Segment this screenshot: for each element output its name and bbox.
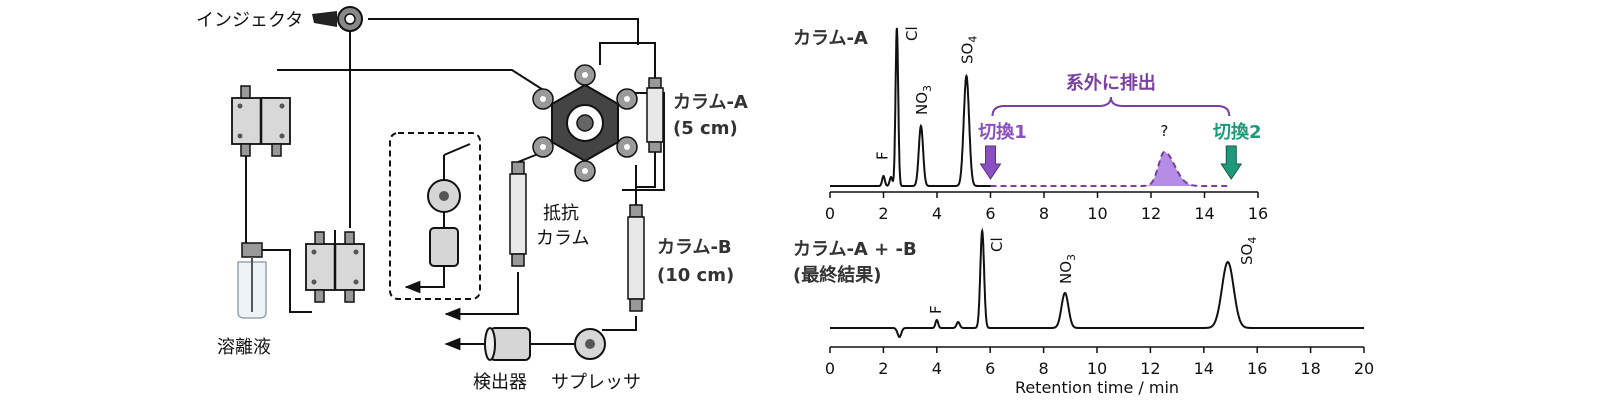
tube-columnA-bottom	[635, 152, 656, 188]
chart1-tick-label: 8	[1039, 204, 1049, 223]
tube-valve-right-loop	[622, 92, 665, 191]
chart2-tick-label: 16	[1247, 359, 1267, 378]
label-suppressor: サプレッサ	[551, 372, 641, 393]
chart2-tick-label: 12	[1140, 359, 1160, 378]
tube-resist-out	[444, 272, 519, 321]
chart1-switch1-arrow-icon	[979, 145, 1002, 180]
chart2-tick-label: 18	[1300, 359, 1320, 378]
chart2-peak-label-no3: NO3	[1057, 254, 1078, 284]
chart1-bracket	[991, 96, 1231, 117]
chart1-switch2-label: 切換2	[1213, 121, 1262, 143]
label-column-b-len: (10 cm)	[657, 265, 734, 286]
label-detector: 検出器	[473, 372, 527, 393]
chart1-switch1-label: 切換1	[978, 121, 1027, 143]
chart1-tick-label: 16	[1248, 204, 1268, 223]
chart2-tick-label: 0	[825, 359, 835, 378]
chart1-tick-label: 14	[1194, 204, 1214, 223]
resistance-column	[509, 161, 527, 267]
tube-injector-top	[368, 18, 639, 45]
chart2-tick-label: 14	[1194, 359, 1214, 378]
chart1-tick-label: 4	[932, 204, 942, 223]
injector-needle-icon	[312, 11, 337, 27]
chart2-x-axis-label: Retention time / min	[1015, 378, 1179, 397]
chart1-peak-label-so4: SO4	[958, 36, 979, 64]
label-resistance-1: 抵抗	[543, 203, 579, 224]
chart1-trace	[830, 27, 991, 187]
chart1-tick-label: 10	[1087, 204, 1107, 223]
tube-valve-columnA-top	[599, 42, 656, 78]
chart1-tick-label: 2	[878, 204, 888, 223]
chart2-title: カラム-A + -B	[793, 239, 917, 260]
inset-box	[389, 132, 481, 300]
tube-bottle-to-pump2	[262, 249, 312, 313]
chart1-peak-label-no3: NO3	[913, 85, 934, 115]
chromatogram-column-ab: カラム-A + -B (最終結果) 0 2 4 6 8 10 12 14 16 18 20 F ClN…	[793, 227, 1374, 397]
pump-1	[231, 85, 291, 157]
chart2-peak-label-f: F	[927, 305, 945, 314]
chart1-bracket-label: 系外に排出	[1066, 72, 1156, 94]
column-a	[646, 77, 664, 153]
chart2-trace	[830, 227, 1364, 339]
label-injector: インジェクタ	[196, 10, 303, 31]
chart2-tick-label: 8	[1039, 359, 1049, 378]
flow-diagram	[245, 18, 665, 351]
chart1-tick-label: 12	[1141, 204, 1161, 223]
chart2-tick-label: 2	[878, 359, 888, 378]
tube-columnB-out	[602, 316, 637, 331]
chart2-tick-label: 20	[1354, 359, 1374, 378]
label-column-b: カラム-B	[657, 237, 732, 258]
chart1-peak-unknown-fill	[1145, 152, 1205, 186]
chart2-subtitle: (最終結果)	[793, 264, 881, 286]
chart1-tick-label: 0	[825, 204, 835, 223]
inset-detector-icon	[429, 227, 459, 267]
column-b	[627, 204, 645, 312]
label-resistance-2: カラム	[536, 228, 589, 249]
detector	[484, 327, 531, 361]
pump-2	[305, 231, 365, 303]
chart2-peak-label-cl: Cl	[988, 237, 1006, 252]
chart1-title: カラム-A	[793, 28, 868, 49]
chart1-peak-label-f: F	[874, 151, 892, 160]
chart2-tick-label: 6	[985, 359, 995, 378]
label-eluent: 溶離液	[217, 337, 271, 358]
chart2-tick-label: 10	[1087, 359, 1107, 378]
injector	[312, 6, 363, 32]
chart1-peak-label-unknown: ?	[1160, 122, 1168, 140]
label-column-a-len: (5 cm)	[673, 118, 738, 139]
chart1-dashed-trace	[990, 151, 1232, 187]
chart2-tick-label: 4	[932, 359, 942, 378]
chart1-switch2-arrow-icon	[1220, 145, 1243, 180]
tube-pump-to-valve	[277, 69, 549, 94]
label-column-a: カラム-A	[673, 92, 748, 113]
eluent-bottle	[237, 242, 267, 319]
suppressor	[574, 328, 606, 360]
chart1-peak-label-cl: Cl	[903, 26, 921, 41]
chart1-tick-label: 6	[985, 204, 995, 223]
six-port-valve	[532, 64, 638, 182]
chart2-peak-label-so4: SO4	[1238, 237, 1259, 265]
